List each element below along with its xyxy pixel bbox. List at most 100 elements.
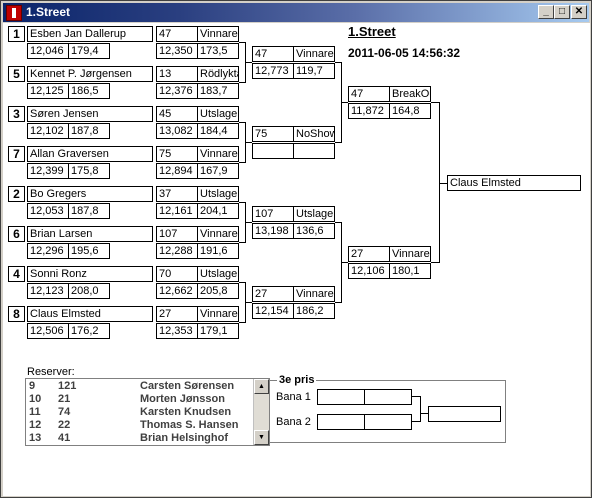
bana2-label: Bana 2	[276, 416, 311, 428]
trap-speed-field: 167,9	[197, 163, 239, 179]
reserve-name: Thomas S. Hansen	[140, 419, 239, 431]
result-status-field: Vinnare	[293, 286, 335, 302]
elapsed-time-field: 12,288	[156, 243, 198, 259]
trap-speed-field: 183,7	[197, 83, 239, 99]
result-status-field: Vinnare	[197, 26, 239, 42]
event-datetime: 2011-06-05 14:56:32	[348, 46, 461, 60]
lane-number-field: 27	[348, 246, 390, 262]
trap-speed-field: 180,1	[389, 263, 431, 279]
seed-badge: 4	[8, 266, 25, 282]
speed-field: 175,8	[68, 163, 110, 179]
elapsed-time-field: 12,106	[348, 263, 390, 279]
bracket-connector	[245, 62, 252, 63]
trap-speed-field: 184,4	[197, 123, 239, 139]
lane-number-field: 107	[252, 206, 294, 222]
bracket-connector	[341, 102, 348, 103]
close-button[interactable]: ✕	[571, 5, 587, 19]
trap-speed-field: 204,1	[197, 203, 239, 219]
bracket-connector	[245, 222, 252, 223]
reserve-num: 22	[58, 419, 71, 431]
elapsed-time-field	[252, 143, 294, 159]
third-place-title: 3e pris	[277, 374, 317, 386]
elapsed-time-field: 12,894	[156, 163, 198, 179]
speed-field: 187,8	[68, 203, 110, 219]
bana1-lane-field[interactable]	[317, 389, 365, 405]
bana1-label: Bana 1	[276, 391, 311, 403]
reserve-name: Brian Helsinghof	[140, 432, 229, 444]
reserve-name: Carsten Sørensen	[140, 380, 235, 392]
seed-badge: 7	[8, 146, 25, 162]
trap-speed-field: 164,8	[389, 103, 431, 119]
reserves-scrollbar[interactable]: ▲ ▼	[253, 379, 269, 445]
bracket-connector	[245, 142, 252, 143]
bracket-connector	[431, 262, 439, 263]
lane-number-field: 27	[252, 286, 294, 302]
elapsed-time-field: 12,350	[156, 43, 198, 59]
bracket-connector	[239, 202, 245, 203]
maximize-button[interactable]: □	[554, 5, 570, 19]
bracket-connector	[239, 322, 245, 323]
reserve-pos: 13	[29, 432, 42, 444]
bracket-connector	[245, 302, 252, 303]
bracket-connector	[439, 183, 447, 184]
elapsed-time-field: 12,161	[156, 203, 198, 219]
reaction-time-field: 12,296	[27, 243, 69, 259]
speed-field: 186,5	[68, 83, 110, 99]
lane-number-field: 75	[252, 126, 294, 142]
reserve-num: 21	[58, 393, 71, 405]
trap-speed-field: 173,5	[197, 43, 239, 59]
lane-number-field: 70	[156, 266, 198, 282]
elapsed-time-field: 12,376	[156, 83, 198, 99]
bracket-connector	[335, 142, 341, 143]
bana2-time-field[interactable]	[364, 414, 412, 430]
title-bar[interactable]: 1.Street _ □ ✕	[3, 3, 589, 22]
lane-number-field: 47	[156, 26, 198, 42]
reaction-time-field: 12,399	[27, 163, 69, 179]
reserves-label: Reserver:	[27, 366, 75, 378]
driver-name-field: Claus Elmsted	[27, 306, 153, 322]
minimize-button[interactable]: _	[538, 5, 554, 19]
driver-name-field: Brian Larsen	[27, 226, 153, 242]
bracket-connector	[431, 102, 439, 103]
speed-field: 208,0	[68, 283, 110, 299]
reserve-pos: 10	[29, 393, 42, 405]
third-place-winner-field	[428, 406, 501, 422]
trap-speed-field	[293, 143, 335, 159]
driver-name-field: Kennet P. Jørgensen	[27, 66, 153, 82]
result-status-field: Vinnare	[197, 146, 239, 162]
bana2-lane-field[interactable]	[317, 414, 365, 430]
trap-speed-field: 191,6	[197, 243, 239, 259]
result-status-field: Utslagen	[197, 186, 239, 202]
trap-speed-field: 119,7	[293, 63, 335, 79]
reserve-num: 74	[58, 406, 71, 418]
event-title: 1.Street	[348, 24, 396, 39]
result-status-field: NoShow	[293, 126, 335, 142]
driver-name-field: Bo Gregers	[27, 186, 153, 202]
result-status-field: Vinnare	[293, 46, 335, 62]
scroll-down-icon[interactable]: ▼	[254, 430, 269, 445]
speed-field: 187,8	[68, 123, 110, 139]
speed-field: 195,6	[68, 243, 110, 259]
elapsed-time-field: 12,773	[252, 63, 294, 79]
lane-number-field: 75	[156, 146, 198, 162]
app-icon[interactable]	[6, 5, 22, 21]
reserve-pos: 9	[29, 380, 36, 392]
elapsed-time-field: 13,198	[252, 223, 294, 239]
bana1-time-field[interactable]	[364, 389, 412, 405]
reaction-time-field: 12,123	[27, 283, 69, 299]
driver-name-field: Allan Graversen	[27, 146, 153, 162]
bracket-connector	[335, 62, 341, 63]
elapsed-time-field: 11,872	[348, 103, 390, 119]
reaction-time-field: 12,053	[27, 203, 69, 219]
lane-number-field: 13	[156, 66, 198, 82]
result-status-field: Utslagen	[197, 106, 239, 122]
result-status-field: BreakOut	[389, 86, 431, 102]
scroll-up-icon[interactable]: ▲	[254, 379, 269, 394]
